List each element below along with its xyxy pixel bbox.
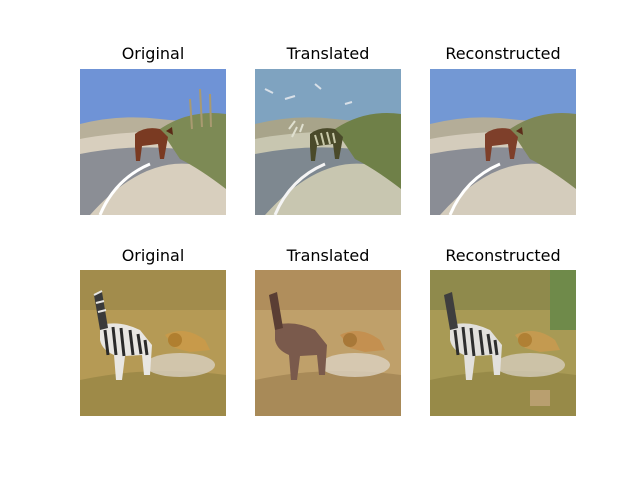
row2-col2-title: Translated	[286, 246, 370, 265]
row2-col3-title: Reconstructed	[445, 246, 561, 265]
row1-translated-image	[255, 69, 401, 215]
row1-col3-title: Reconstructed	[445, 44, 561, 63]
row1-col2-title: Translated	[286, 44, 370, 63]
row1-original-image	[80, 69, 226, 215]
row1-col1-title: Original	[121, 44, 185, 63]
row2-translated-image	[255, 270, 401, 416]
row2-col1-title: Original	[121, 246, 185, 265]
row2-original-image	[80, 270, 226, 416]
row2-reconstructed-image	[430, 270, 576, 416]
row1-reconstructed-image	[430, 69, 576, 215]
